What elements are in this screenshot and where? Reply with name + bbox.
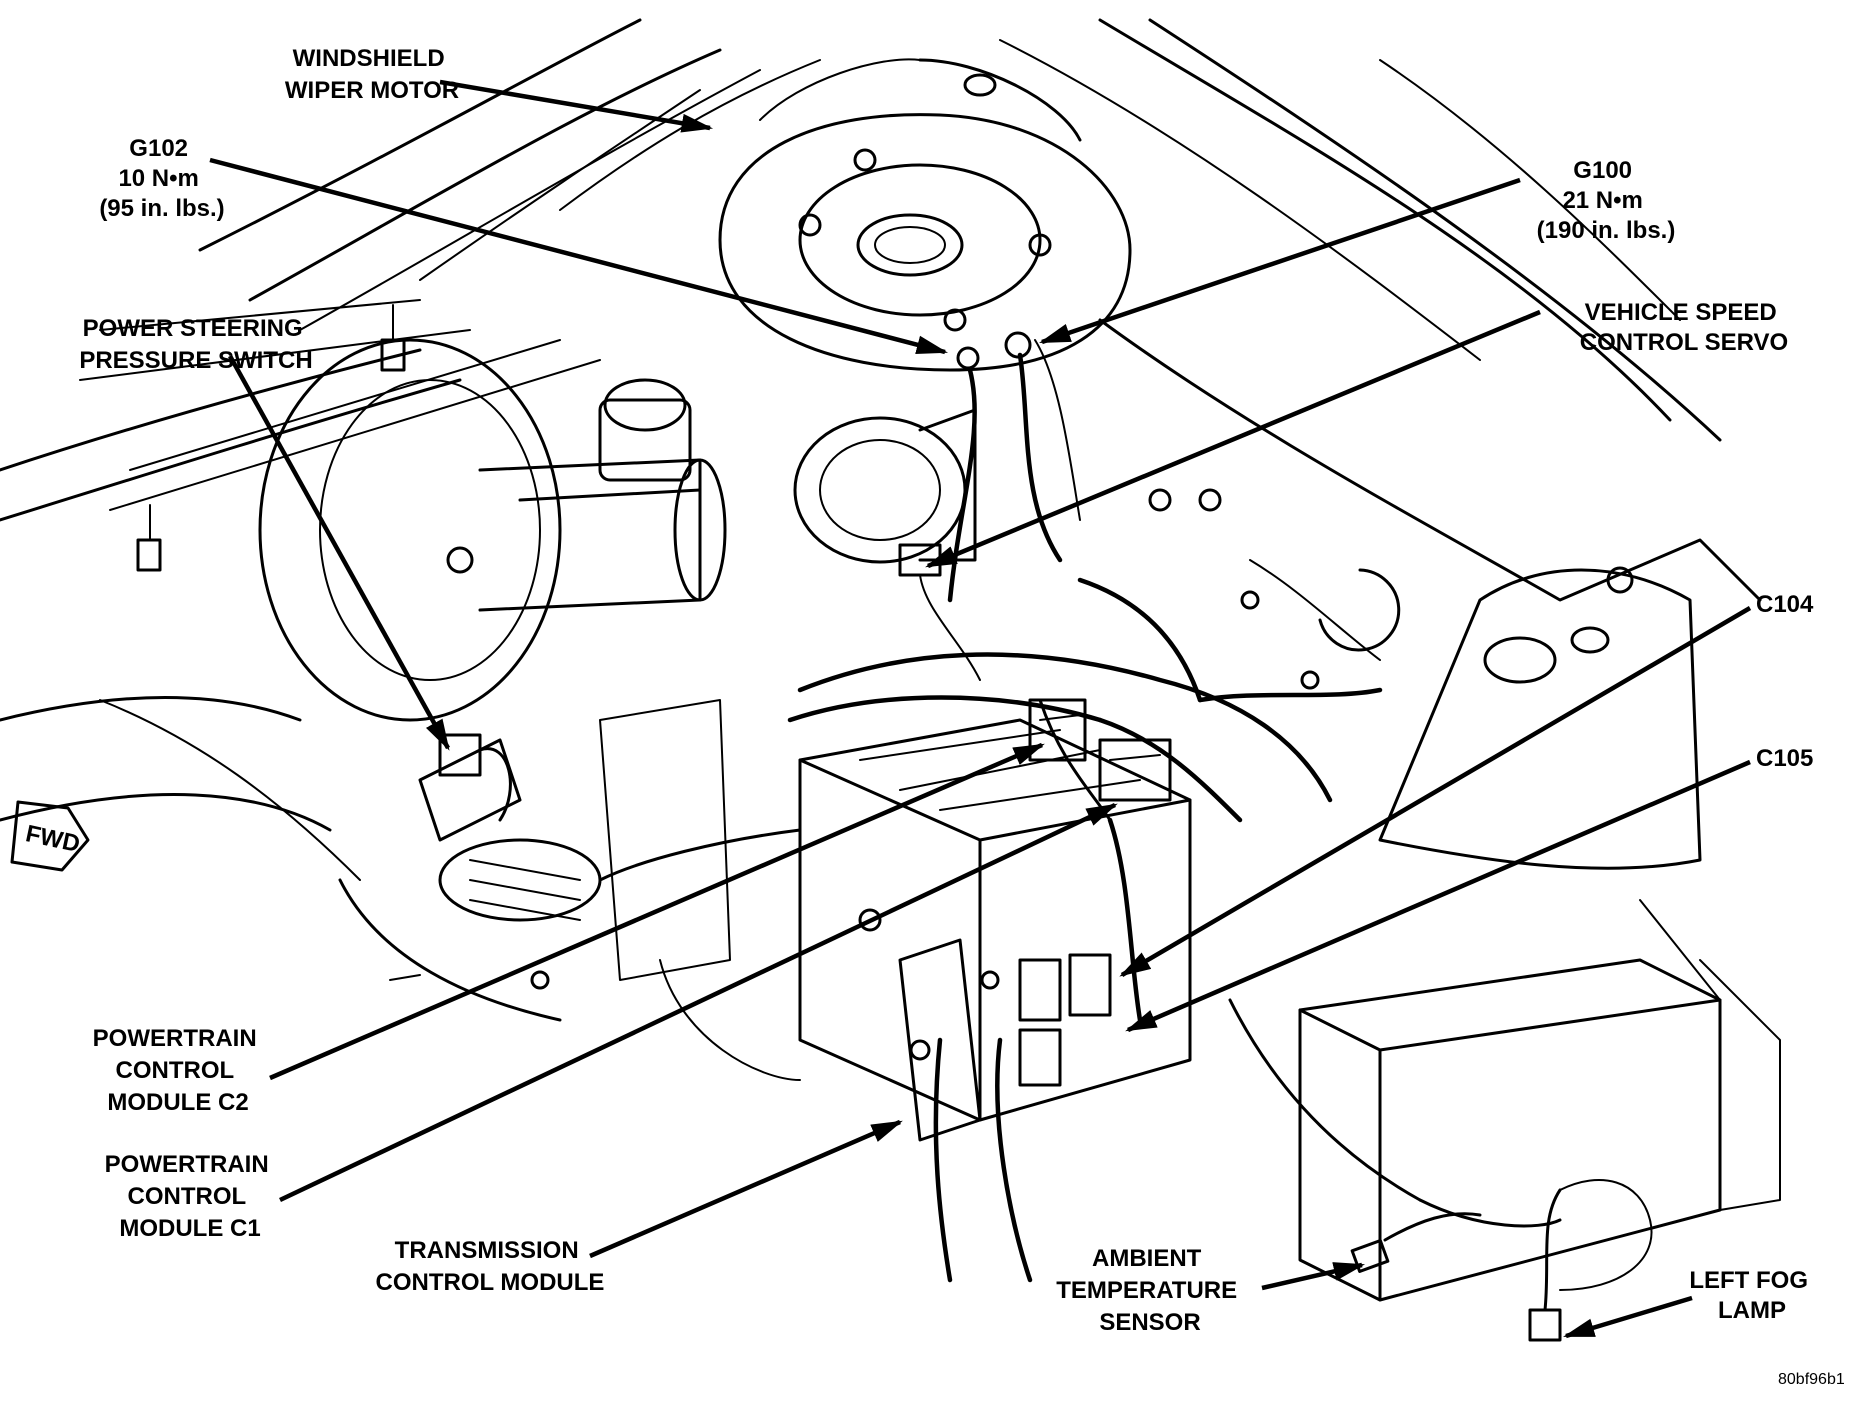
label-power-steering-pressure-switch: POWER STEERING PRESSURE SWITCH: [79, 315, 312, 374]
fwd-arrow-tag: FWD: [10, 800, 90, 872]
labels: WINDSHIELD WIPER MOTOR G102 10 N•m (95 i…: [79, 45, 1845, 1388]
right-inner-fender: [1098, 318, 1762, 870]
label-ambient-temperature-sensor: AMBIENT TEMPERATURE SENSOR: [1056, 1245, 1244, 1336]
leader-g100: [1039, 177, 1521, 345]
leader-g102: [209, 157, 949, 355]
label-g100: G100 21 N•m (190 in. lbs.): [1537, 157, 1676, 244]
label-transmission-control-module: TRANSMISSION CONTROL MODULE: [376, 1237, 605, 1296]
ambient-temperature-sensor-part: [1350, 1212, 1482, 1273]
label-vehicle-speed-control-servo: VEHICLE SPEED CONTROL SERVO: [1580, 299, 1788, 356]
connector-block: [1028, 698, 1172, 802]
label-pcm-c1: POWERTRAIN CONTROL MODULE C1: [105, 1151, 276, 1242]
leader-windshield-wiper-motor: [439, 79, 714, 133]
leader-power-steering-pressure-switch: [228, 354, 450, 751]
label-left-fog-lamp: LEFT FOG LAMP: [1689, 1267, 1814, 1324]
leader-c104: [1119, 606, 1752, 977]
leader-ambient-temperature-sensor: [1261, 1262, 1366, 1291]
leader-pcm-c2: [269, 742, 1045, 1081]
leader-vehicle-speed-control-servo: [925, 309, 1541, 569]
leader-transmission-control-module: [589, 1119, 903, 1259]
transmission-area: [0, 696, 801, 1081]
label-windshield-wiper-motor: WINDSHIELD WIPER MOTOR: [285, 45, 459, 104]
svg-text:FWD: FWD: [23, 820, 82, 858]
figure-reference: 80bf96b1: [1778, 1371, 1845, 1388]
leader-pcm-c1: [279, 802, 1118, 1203]
illustration: FWD: [0, 18, 1781, 1342]
leader-c105: [1125, 759, 1751, 1033]
label-c104: C104: [1756, 591, 1814, 618]
left-fender: [0, 299, 601, 572]
label-c105: C105: [1756, 745, 1813, 772]
strut-tower: [718, 58, 1132, 372]
left-fog-lamp-part: [1528, 1179, 1653, 1342]
speed-control-servo: [793, 408, 981, 681]
power-steering-switch: [418, 733, 802, 922]
label-g102: G102 10 N•m (95 in. lbs.): [99, 135, 224, 222]
label-pcm-c2: POWERTRAIN CONTROL MODULE C2: [93, 1025, 264, 1116]
leader-lines: [209, 79, 1752, 1339]
battery-tray: [1298, 899, 1781, 1302]
brake-booster: [258, 338, 727, 722]
control-modules: [798, 718, 1192, 1142]
leader-left-fog-lamp: [1562, 1295, 1693, 1339]
wiring-harness: [787, 577, 1562, 1283]
